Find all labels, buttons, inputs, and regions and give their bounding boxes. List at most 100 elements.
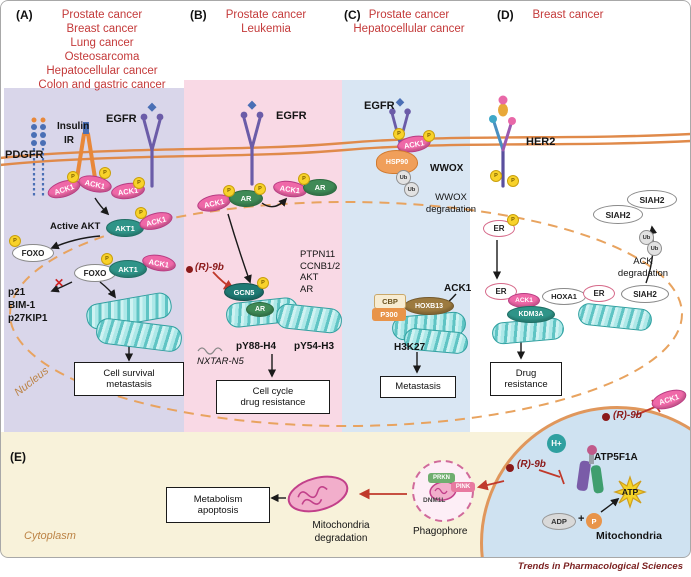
r9b-inhibitor-label: (R)-9b (195, 262, 224, 273)
target-gene-label: p21 (8, 287, 26, 298)
phospho-icon: P (223, 185, 235, 197)
outcome-box-metastasis: Metastasis (380, 376, 456, 398)
ack-degradation-label: ACK degradation (610, 256, 676, 280)
plasma-membrane (0, 132, 691, 167)
pink-protein: PINK (451, 482, 475, 492)
ubiquitin-icon: Ub (404, 182, 419, 197)
cancer-type-label: Osteosarcoma (64, 51, 140, 64)
panel-b-tag: (B) (190, 8, 207, 22)
egfr-label: EGFR (276, 110, 307, 122)
phosphate-icon: P (586, 513, 602, 529)
proton-icon: H+ (547, 434, 566, 453)
inhibitor-dot-icon (186, 266, 193, 273)
ir-label: IR (64, 135, 74, 146)
inhibitor-dot-icon (506, 464, 514, 472)
panel-b-cancer-list: Prostate cancer Leukemia (198, 8, 334, 36)
cancer-type-label: Hepatocellular cancer (46, 65, 158, 78)
degradation-line: WWOX (435, 192, 467, 203)
foxo-protein: FOXO (74, 264, 116, 282)
egfr-receptor-icon (139, 101, 165, 188)
hoxb13-protein: HOXB13 (404, 297, 454, 315)
pdgfr-receptor-icon (31, 117, 46, 196)
outcome-box-metabolism: Metabolism apoptosis (166, 487, 270, 523)
overlay-graphics (0, 95, 691, 522)
degradation-line: degradation (314, 532, 368, 544)
atp-starburst-icon (613, 475, 647, 509)
cancer-type-label: Prostate cancer (225, 9, 307, 21)
pathway-arrows (50, 197, 658, 513)
ack1-label: ACK1 (444, 283, 472, 294)
phospho-icon: P (257, 277, 269, 289)
foxo-protein: FOXO (12, 244, 54, 262)
outcome-line: Cell survival (103, 367, 155, 379)
kdm3a-protein: KDM3A (507, 306, 555, 323)
hsp90-protein: HSP90 (376, 150, 418, 174)
phospho-icon: P (423, 130, 435, 142)
outcome-box-drug-resistance: Drug resistance (490, 362, 562, 396)
ar-protein: AR (303, 179, 337, 196)
cancer-type-label: Leukemia (241, 23, 291, 36)
cancer-type-label: Prostate cancer (61, 9, 143, 21)
er-protein: ER (485, 283, 517, 300)
ubiquitin-icon: Ub (647, 241, 662, 256)
mitochondria-icon (287, 475, 349, 513)
p300-protein: P300 (372, 308, 406, 321)
akt1-protein: AKT1 (106, 219, 144, 237)
r9b-inhibitor-label: (R)-9b (517, 459, 546, 470)
insulin-receptor-icon (75, 122, 97, 180)
degradation-line: ACK (633, 256, 653, 267)
phospho-icon: P (507, 214, 519, 226)
her2-receptor-icon (489, 95, 516, 188)
panel-d-cancer-list: Breast cancer (508, 8, 628, 22)
panel-c-cancer-list: Prostate cancer Hepatocellular cancer (352, 8, 466, 36)
outcome-line: Drug (515, 367, 537, 379)
panel-a-tag: (A) (16, 8, 33, 22)
phospho-icon: P (67, 171, 79, 183)
atp5f1a-complex-icon (576, 445, 604, 494)
inhibit-x-icon: ✕ (54, 276, 65, 290)
pdgfr-label: PDGFR (5, 149, 44, 161)
degradation-line: degradation (617, 268, 669, 279)
cancer-type-label: Prostate cancer (368, 9, 450, 21)
degradation-line: Mitochondria (312, 520, 370, 531)
atp-label: ATP (621, 487, 639, 497)
phospho-icon: P (254, 183, 266, 195)
nucleus-envelope (9, 201, 683, 427)
phospho-icon: P (507, 175, 519, 187)
inhibitor-dot-icon (602, 413, 610, 421)
phospho-icon: P (490, 170, 502, 182)
phagophore-label: Phagophore (413, 526, 468, 537)
journal-credit: Trends in Pharmacological Sciences (517, 561, 683, 572)
outcome-line: apoptosis (197, 505, 239, 516)
panel-a-cancer-list: Prostate cancer Breast cancer Lung cance… (26, 8, 178, 92)
phospho-icon: P (9, 235, 21, 247)
phospho-icon: P (393, 128, 405, 140)
histone-mark-label: pY88-H4 (236, 341, 277, 352)
ubiquitin-icon: Ub (396, 170, 411, 185)
outcome-line: Metabolism (193, 493, 243, 505)
cancer-type-label: Breast cancer (532, 9, 604, 21)
outcome-box-cell-survival: Cell survival metastasis (74, 362, 184, 396)
her2-label: HER2 (526, 136, 556, 148)
egfr-receptor-icon (239, 99, 265, 186)
adp-molecule: ADP (542, 513, 576, 530)
target-gene-label: BIM-1 (8, 300, 36, 311)
cytoplasm-label: Cytoplasm (24, 530, 76, 542)
phospho-icon: P (101, 253, 113, 265)
panel-d-tag: (D) (497, 8, 514, 22)
active-akt-label: Active AKT (50, 221, 101, 232)
cancer-type-label: Lung cancer (70, 37, 134, 50)
prkn-protein: PRKN (428, 473, 455, 483)
egfr-label: EGFR (106, 113, 137, 125)
target-gene-label: PTPN11 (300, 249, 336, 260)
panel-e-tag: (E) (10, 450, 26, 464)
phospho-icon: P (133, 177, 145, 189)
akt1-protein: AKT1 (109, 260, 147, 278)
panel-c-tag: (C) (344, 8, 361, 22)
dnm1l-label: DNM1L (423, 497, 446, 504)
outcome-line: Cell cycle (252, 385, 294, 397)
siah2-protein: SIAH2 (627, 190, 677, 209)
target-gene-list: PTPN11 CCNB1/2 AKT AR (300, 249, 340, 295)
histone-mark-label: pY54-H3 (294, 341, 335, 352)
